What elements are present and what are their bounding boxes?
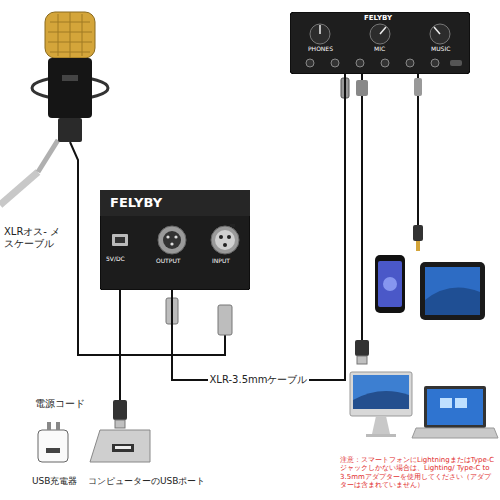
- audio-cable: [413, 74, 423, 251]
- device-label: 5V/DC: [106, 256, 125, 263]
- device-label: OUTPUT: [156, 258, 180, 265]
- usb-charger-icon: [38, 422, 68, 462]
- device-label: FELYBY: [364, 14, 392, 22]
- cable-label: 電源コード: [35, 398, 110, 410]
- device-label: MIC: [374, 46, 385, 53]
- computer-port-icon: [90, 430, 150, 462]
- device-box: FELYBY 5V/DC OUTPUT INPUT: [100, 190, 250, 290]
- device-label: PHONES: [308, 46, 333, 53]
- device-box: FELYBY PHONES MIC MUSIC: [290, 12, 470, 74]
- device-label: MUSIC: [431, 46, 450, 53]
- desktop-computer: [350, 372, 412, 437]
- part-label: コンピューターのUSBポート: [88, 476, 228, 487]
- microphone: [32, 12, 108, 142]
- cable-label: XLR-3.5mmケーブル: [208, 374, 310, 386]
- note-text: 注意：スマートフォンにLightningまたはType-Cジャックしかない場合は…: [340, 456, 496, 490]
- smartphone: [375, 255, 405, 313]
- device-label: FELYBY: [110, 196, 162, 211]
- part-label: USB充電器: [32, 476, 92, 487]
- cable-label: XLRオス- メスケーブル: [4, 226, 68, 250]
- tablet: [420, 262, 485, 320]
- power-cable: [113, 290, 127, 428]
- mic-stand-arm: [0, 140, 58, 205]
- device-label: INPUT: [212, 258, 230, 265]
- laptop: [412, 386, 498, 438]
- usb-cable: [355, 74, 369, 364]
